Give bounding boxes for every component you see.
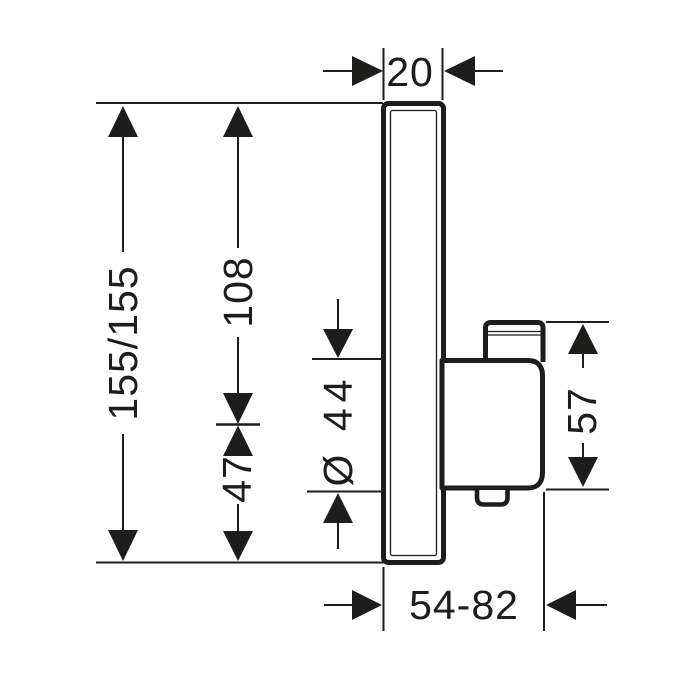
arrow-right-icon: [352, 590, 382, 620]
arrow-left-icon: [444, 56, 475, 86]
cover-plate: [381, 101, 446, 565]
handle-body: [439, 358, 545, 491]
dim-label-handle-diameter: Ø 44: [315, 374, 361, 487]
arrow-up-icon: [108, 106, 138, 137]
arrow-left-icon: [546, 590, 576, 620]
dimension-handle-height: 57: [546, 321, 609, 491]
arrow-down-icon: [108, 530, 138, 561]
dimension-center-to-bottom: 47: [214, 425, 260, 561]
cover-plate-outline: [381, 101, 446, 565]
arrow-up-icon: [323, 493, 353, 523]
dim-label-plate-size: 155/155: [100, 265, 146, 420]
dimension-plate-thickness: 20: [323, 48, 503, 100]
dim-label-center-to-bottom: 47: [214, 455, 260, 503]
arrow-right-icon: [352, 56, 383, 86]
arrow-down-icon: [323, 329, 353, 358]
dimension-center-to-top: 108: [215, 106, 261, 426]
handle-assembly: [439, 320, 546, 507]
dim-label-installation-depth: 54-82: [409, 582, 519, 628]
dim-label-plate-thickness: 20: [386, 49, 434, 95]
arrow-up-icon: [568, 324, 598, 354]
cover-plate-inner-edge: [389, 109, 438, 557]
arrow-up-icon: [223, 106, 253, 137]
arrow-up-icon: [223, 425, 253, 456]
dimension-handle-diameter: Ø 44: [307, 299, 381, 549]
dim-label-handle-height: 57: [559, 387, 605, 435]
dimension-installation-depth: 54-82: [324, 492, 607, 631]
arrow-down-icon: [568, 457, 598, 487]
handle-top-tab: [483, 320, 546, 362]
dim-label-center-to-top: 108: [215, 256, 261, 327]
handle-bottom-tab: [474, 490, 510, 507]
dimension-plate-size: 155/155: [100, 106, 146, 561]
arrow-down-icon: [223, 531, 253, 561]
arrow-down-icon: [223, 393, 253, 424]
